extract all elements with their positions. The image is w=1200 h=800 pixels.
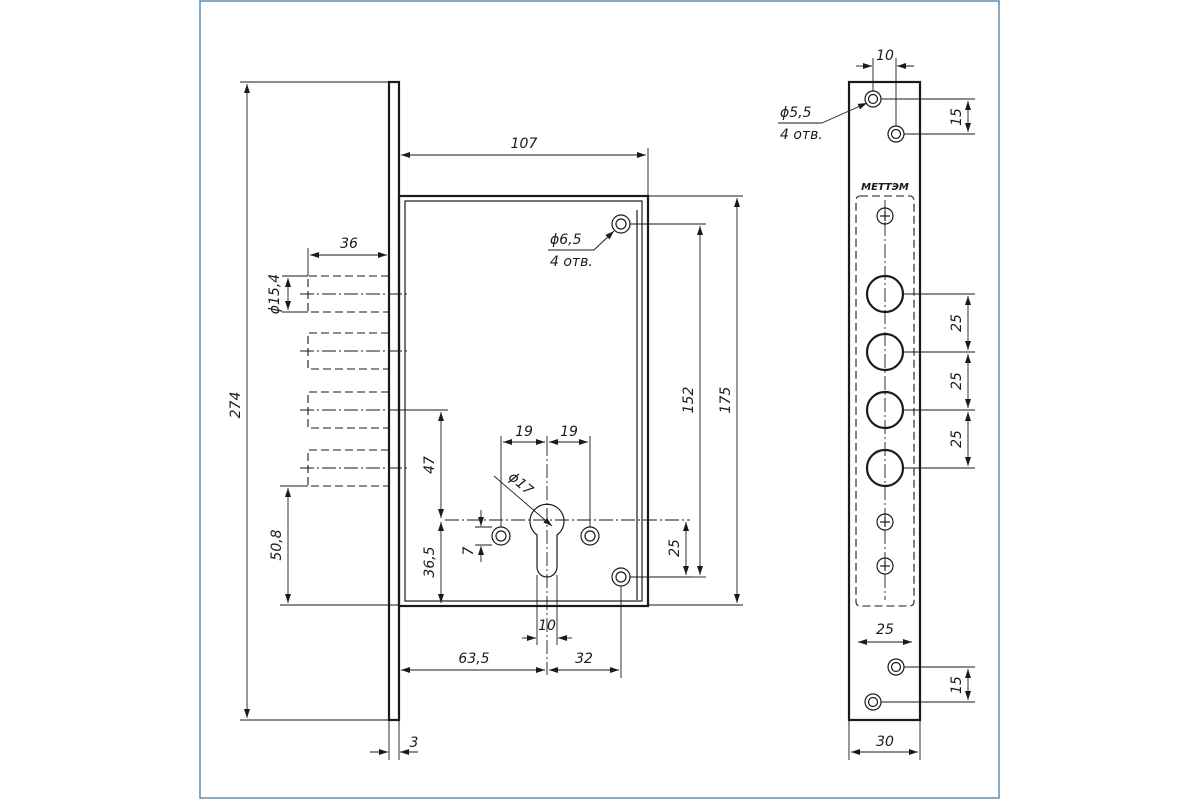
dim-mount-hole-count: 4 отв. xyxy=(550,254,593,270)
lock-case-inner xyxy=(404,200,643,602)
dim-body-height: 175 xyxy=(718,387,734,414)
front-view: 274 107 3 36 ϕ15,4 50,8 47 36,5 xyxy=(228,80,743,760)
dim-cylinder-hole-vertical: 7 xyxy=(461,546,477,555)
dim-cylinder-hole-right: 19 xyxy=(560,424,578,440)
dim-hole-spacing: 152 xyxy=(681,387,697,414)
dim-plate-hole-offset: 10 xyxy=(876,48,894,64)
dim-body-width: 107 xyxy=(511,136,538,152)
dim-hole-horizontal: 32 xyxy=(575,651,593,667)
side-body-outline xyxy=(855,195,915,607)
dim-lower-hole-offset: 25 xyxy=(667,539,683,557)
cylinder-keyhole xyxy=(529,503,565,578)
dim-backset: 63,5 xyxy=(458,651,489,667)
side-faceplate xyxy=(847,80,922,722)
dim-faceplate-thickness: 3 xyxy=(410,735,419,751)
dim-overall-height: 274 xyxy=(228,392,244,419)
dim-cylinder-hole-left: 19 xyxy=(515,424,533,440)
dim-bolt-length: 36 xyxy=(340,236,358,252)
dim-bolt-pitch-2: 25 xyxy=(949,372,965,390)
dim-plate-hole-count: 4 отв. xyxy=(780,127,823,143)
dim-bottom-hole-spacing: 15 xyxy=(949,676,965,694)
drawing-border xyxy=(199,0,1000,799)
dim-bolt-diameter: ϕ15,4 xyxy=(267,274,283,314)
side-view: МЕТТЭМ 25 xyxy=(778,48,975,760)
faceplate xyxy=(387,80,401,722)
dim-plate-hole-diameter: ϕ5,5 xyxy=(780,105,812,121)
screws xyxy=(876,207,894,575)
dim-cylinder-width: 10 xyxy=(538,618,556,634)
dim-bolt-pitch-1: 25 xyxy=(949,314,965,332)
dim-plate-width: 30 xyxy=(876,734,894,750)
dim-bolt-to-cylinder: 47 xyxy=(422,456,438,474)
bolts xyxy=(300,275,410,487)
dim-cylinder-height: 36,5 xyxy=(422,546,438,577)
dim-bottom-bolt-height: 50,8 xyxy=(269,529,285,560)
dim-top-hole-spacing: 15 xyxy=(949,108,965,126)
brand-logo: МЕТТЭМ xyxy=(861,182,909,193)
dim-side-body-width: 25 xyxy=(876,622,894,638)
dim-cylinder-diameter: ϕ17 xyxy=(505,469,536,499)
dim-bolt-pitch-3: 25 xyxy=(949,430,965,448)
lock-case xyxy=(397,194,650,608)
dim-mount-hole-diameter: ϕ6,5 xyxy=(550,232,582,248)
